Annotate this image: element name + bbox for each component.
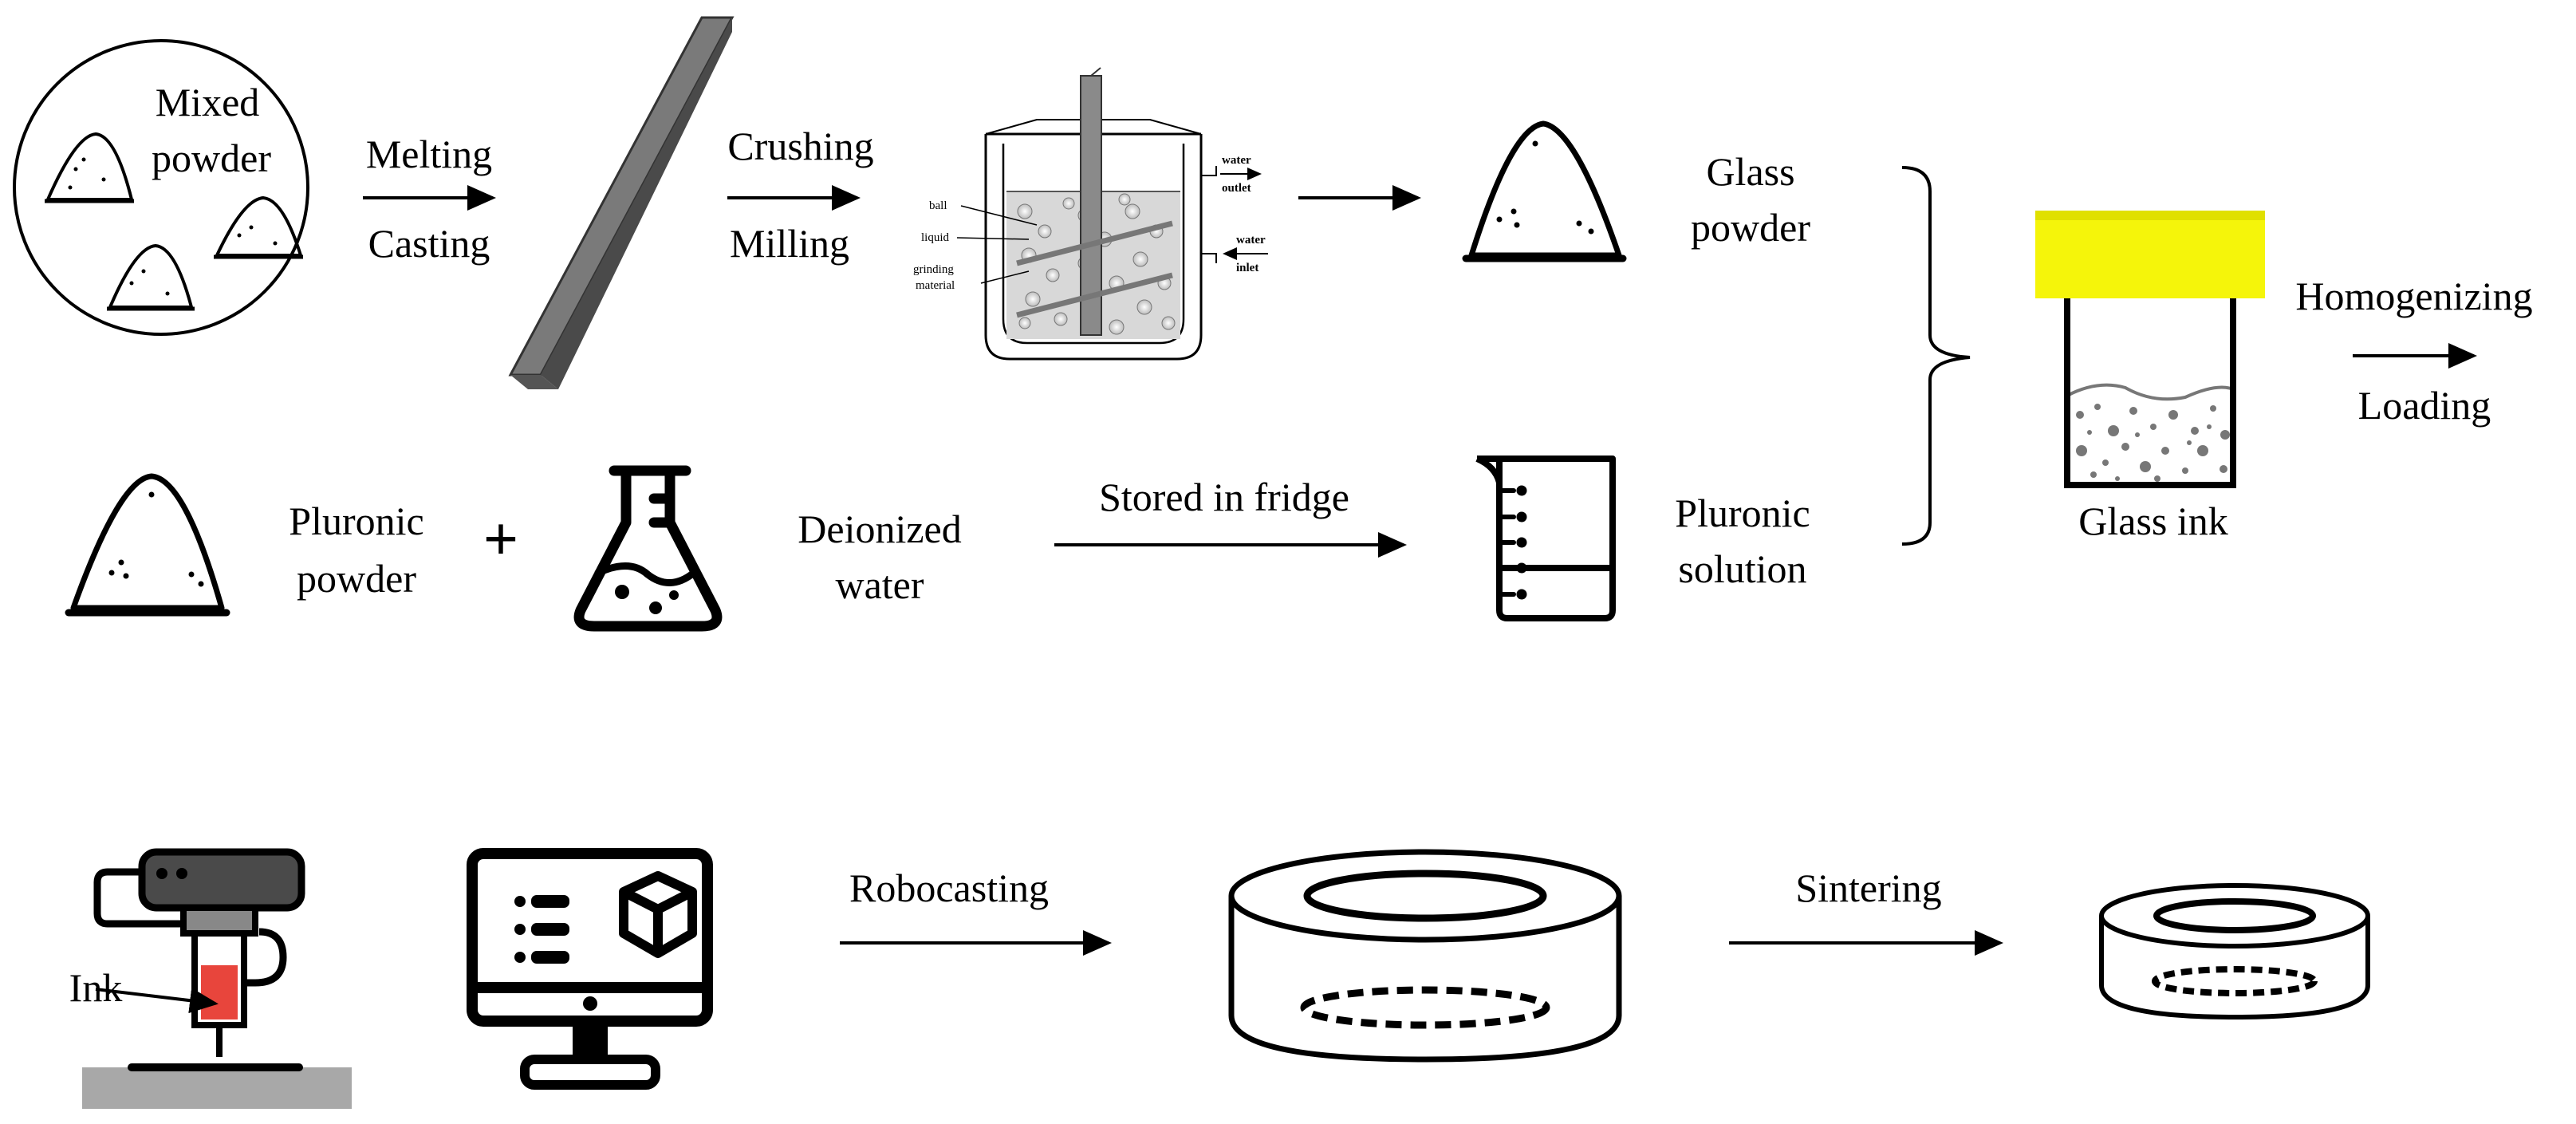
milling-label: Milling <box>730 221 849 266</box>
robocasting-label: Robocasting <box>849 866 1049 910</box>
pluronic-solution-label-1: Pluronic <box>1675 491 1810 535</box>
printer-icon <box>82 848 352 1109</box>
printed-scaffold-icon <box>1228 849 1622 1063</box>
mill-outlet-label-2: outlet <box>1222 182 1251 195</box>
mill-inlet-label-1: water <box>1236 234 1266 246</box>
pluronic-powder-pile-icon <box>65 473 230 617</box>
powder-pile-icon <box>107 243 195 311</box>
pluronic-powder-label-1: Pluronic <box>289 499 423 543</box>
melting-label: Melting <box>366 132 492 176</box>
computer-cad-icon <box>467 848 713 1090</box>
glass-powder-label-2: powder <box>1691 205 1810 250</box>
pluronic-solution-label-2: solution <box>1678 546 1806 591</box>
mill-outlet-label-1: water <box>1222 154 1251 167</box>
mill-inlet-label-2: inlet <box>1236 262 1258 274</box>
mill-ball-label: ball <box>929 199 947 212</box>
mill-grinding-label-1: grinding <box>913 263 954 276</box>
merge-brace <box>1901 166 1971 546</box>
stored-fridge-label: Stored in fridge <box>1099 475 1349 519</box>
mill-liquid-label: liquid <box>921 231 950 244</box>
homogenizing-label: Homogenizing <box>2295 274 2532 318</box>
beaker-graduations <box>1497 485 1527 600</box>
sintering-label: Sintering <box>1795 866 1941 910</box>
mixed-powder-circle <box>13 39 309 336</box>
ink-cartridge <box>201 965 238 1019</box>
flask-bubbles <box>615 585 679 614</box>
powder-pile-icon <box>45 132 134 203</box>
mixed-powder-label-2: powder <box>152 136 271 180</box>
crushing-label: Crushing <box>727 124 873 168</box>
mixed-powder-group: Mixed powder <box>13 39 309 336</box>
ink-jar-cap <box>2035 211 2265 298</box>
pluronic-powder-label-2: powder <box>297 556 416 601</box>
glass-powder-pile-icon <box>1462 120 1627 262</box>
glass-powder-label-1: Glass <box>1706 149 1794 194</box>
casting-label: Casting <box>368 221 490 266</box>
ink-label: Ink <box>69 965 123 1010</box>
glass-bar-icon <box>508 16 735 389</box>
powder-pile-icon <box>214 195 303 259</box>
plus-sign: + <box>483 504 518 574</box>
mill-grinding-label-2: material <box>916 279 955 292</box>
glass-ink-label: Glass ink <box>2078 499 2228 543</box>
flask-icon <box>573 465 723 632</box>
sintered-scaffold-icon <box>2099 883 2370 1020</box>
deionized-water-label-1: Deionized <box>798 507 961 551</box>
ball-mill-icon: ball liquid grinding material water outl… <box>913 67 1268 361</box>
deionized-water-label-2: water <box>835 562 924 607</box>
ink-jar-icon <box>2035 211 2265 488</box>
mixed-powder-label-1: Mixed <box>156 80 260 124</box>
loading-label: Loading <box>2358 383 2491 428</box>
ink-particles <box>2076 404 2230 482</box>
